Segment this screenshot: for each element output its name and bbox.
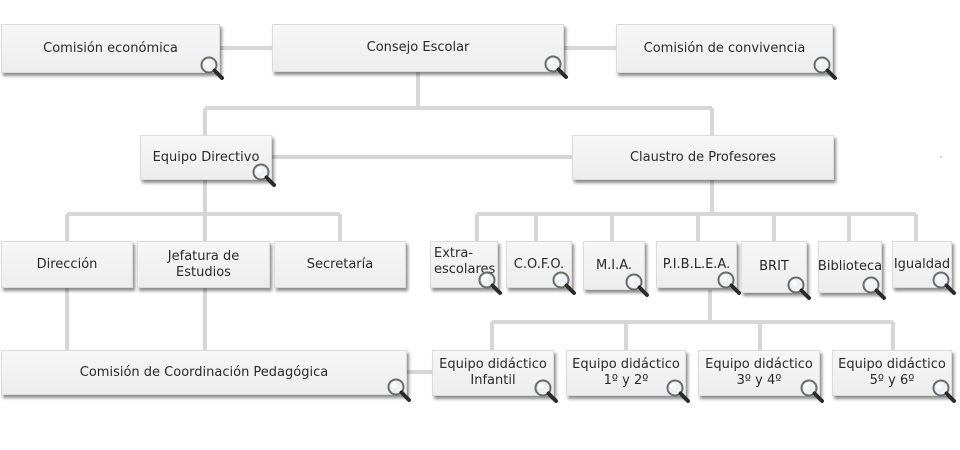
node-label: M.I.A. <box>595 257 633 273</box>
node-label: Claustro de Profesores <box>629 149 777 165</box>
node-equipo-3-4[interactable]: Equipo didáctico 3º y 4º <box>698 350 820 396</box>
stray-dot <box>940 156 942 158</box>
node-jefatura-estudios[interactable]: Jefatura de Estudios <box>137 241 270 288</box>
node-label: Dirección <box>36 256 98 272</box>
node-label: Biblioteca <box>817 259 883 274</box>
node-label: Equipo didáctico 3º y 4º <box>705 357 813 388</box>
node-comision-economica[interactable]: Comisión económica <box>1 24 220 73</box>
node-label: Equipo didáctico Infantil <box>439 357 547 388</box>
node-label: BRIT <box>759 259 789 274</box>
node-cofo[interactable]: C.O.F.O. <box>506 241 572 288</box>
node-label: Igualdad <box>893 256 951 272</box>
node-label: Consejo Escolar <box>366 40 470 55</box>
node-claustro-profesores[interactable]: Claustro de Profesores <box>572 135 834 180</box>
node-equipo-infantil[interactable]: Equipo didáctico Infantil <box>432 350 554 396</box>
node-comision-convivencia[interactable]: Comisión de convivencia <box>616 24 833 73</box>
node-mia[interactable]: M.I.A. <box>583 241 645 290</box>
node-label: Jefatura de Estudios <box>167 248 240 280</box>
node-label: Secretaría <box>306 256 374 272</box>
node-label: Equipo didáctico 1º y 2º <box>572 357 680 388</box>
node-piblea[interactable]: P.I.B.L.E.A. <box>656 241 737 288</box>
node-ccp[interactable]: Comisión de Coordinación Pedagógica <box>1 350 407 395</box>
node-label: C.O.F.O. <box>513 256 565 272</box>
node-label: Equipo Directivo <box>152 149 260 165</box>
node-biblioteca[interactable]: Biblioteca <box>818 241 882 293</box>
node-brit[interactable]: BRIT <box>741 241 807 293</box>
node-label: P.I.B.L.E.A. <box>662 256 731 272</box>
node-label: Comisión de convivencia <box>643 40 806 56</box>
node-label: Extra- escolares <box>434 246 496 277</box>
node-equipo-1-2[interactable]: Equipo didáctico 1º y 2º <box>566 350 686 396</box>
node-label: Comisión de Coordinación Pedagógica <box>79 364 329 380</box>
node-label: Comisión económica <box>43 40 178 56</box>
node-consejo-escolar[interactable]: Consejo Escolar <box>272 24 564 72</box>
node-label: Equipo didáctico 5º y 6º <box>838 357 946 388</box>
node-secretaria[interactable]: Secretaría <box>274 241 406 288</box>
node-igualdad[interactable]: Igualdad <box>892 241 952 288</box>
node-direccion[interactable]: Dirección <box>1 241 133 288</box>
node-extraescolares[interactable]: Extra- escolares <box>430 241 498 288</box>
node-equipo-5-6[interactable]: Equipo didáctico 5º y 6º <box>832 350 952 396</box>
node-equipo-directivo[interactable]: Equipo Directivo <box>140 135 272 180</box>
